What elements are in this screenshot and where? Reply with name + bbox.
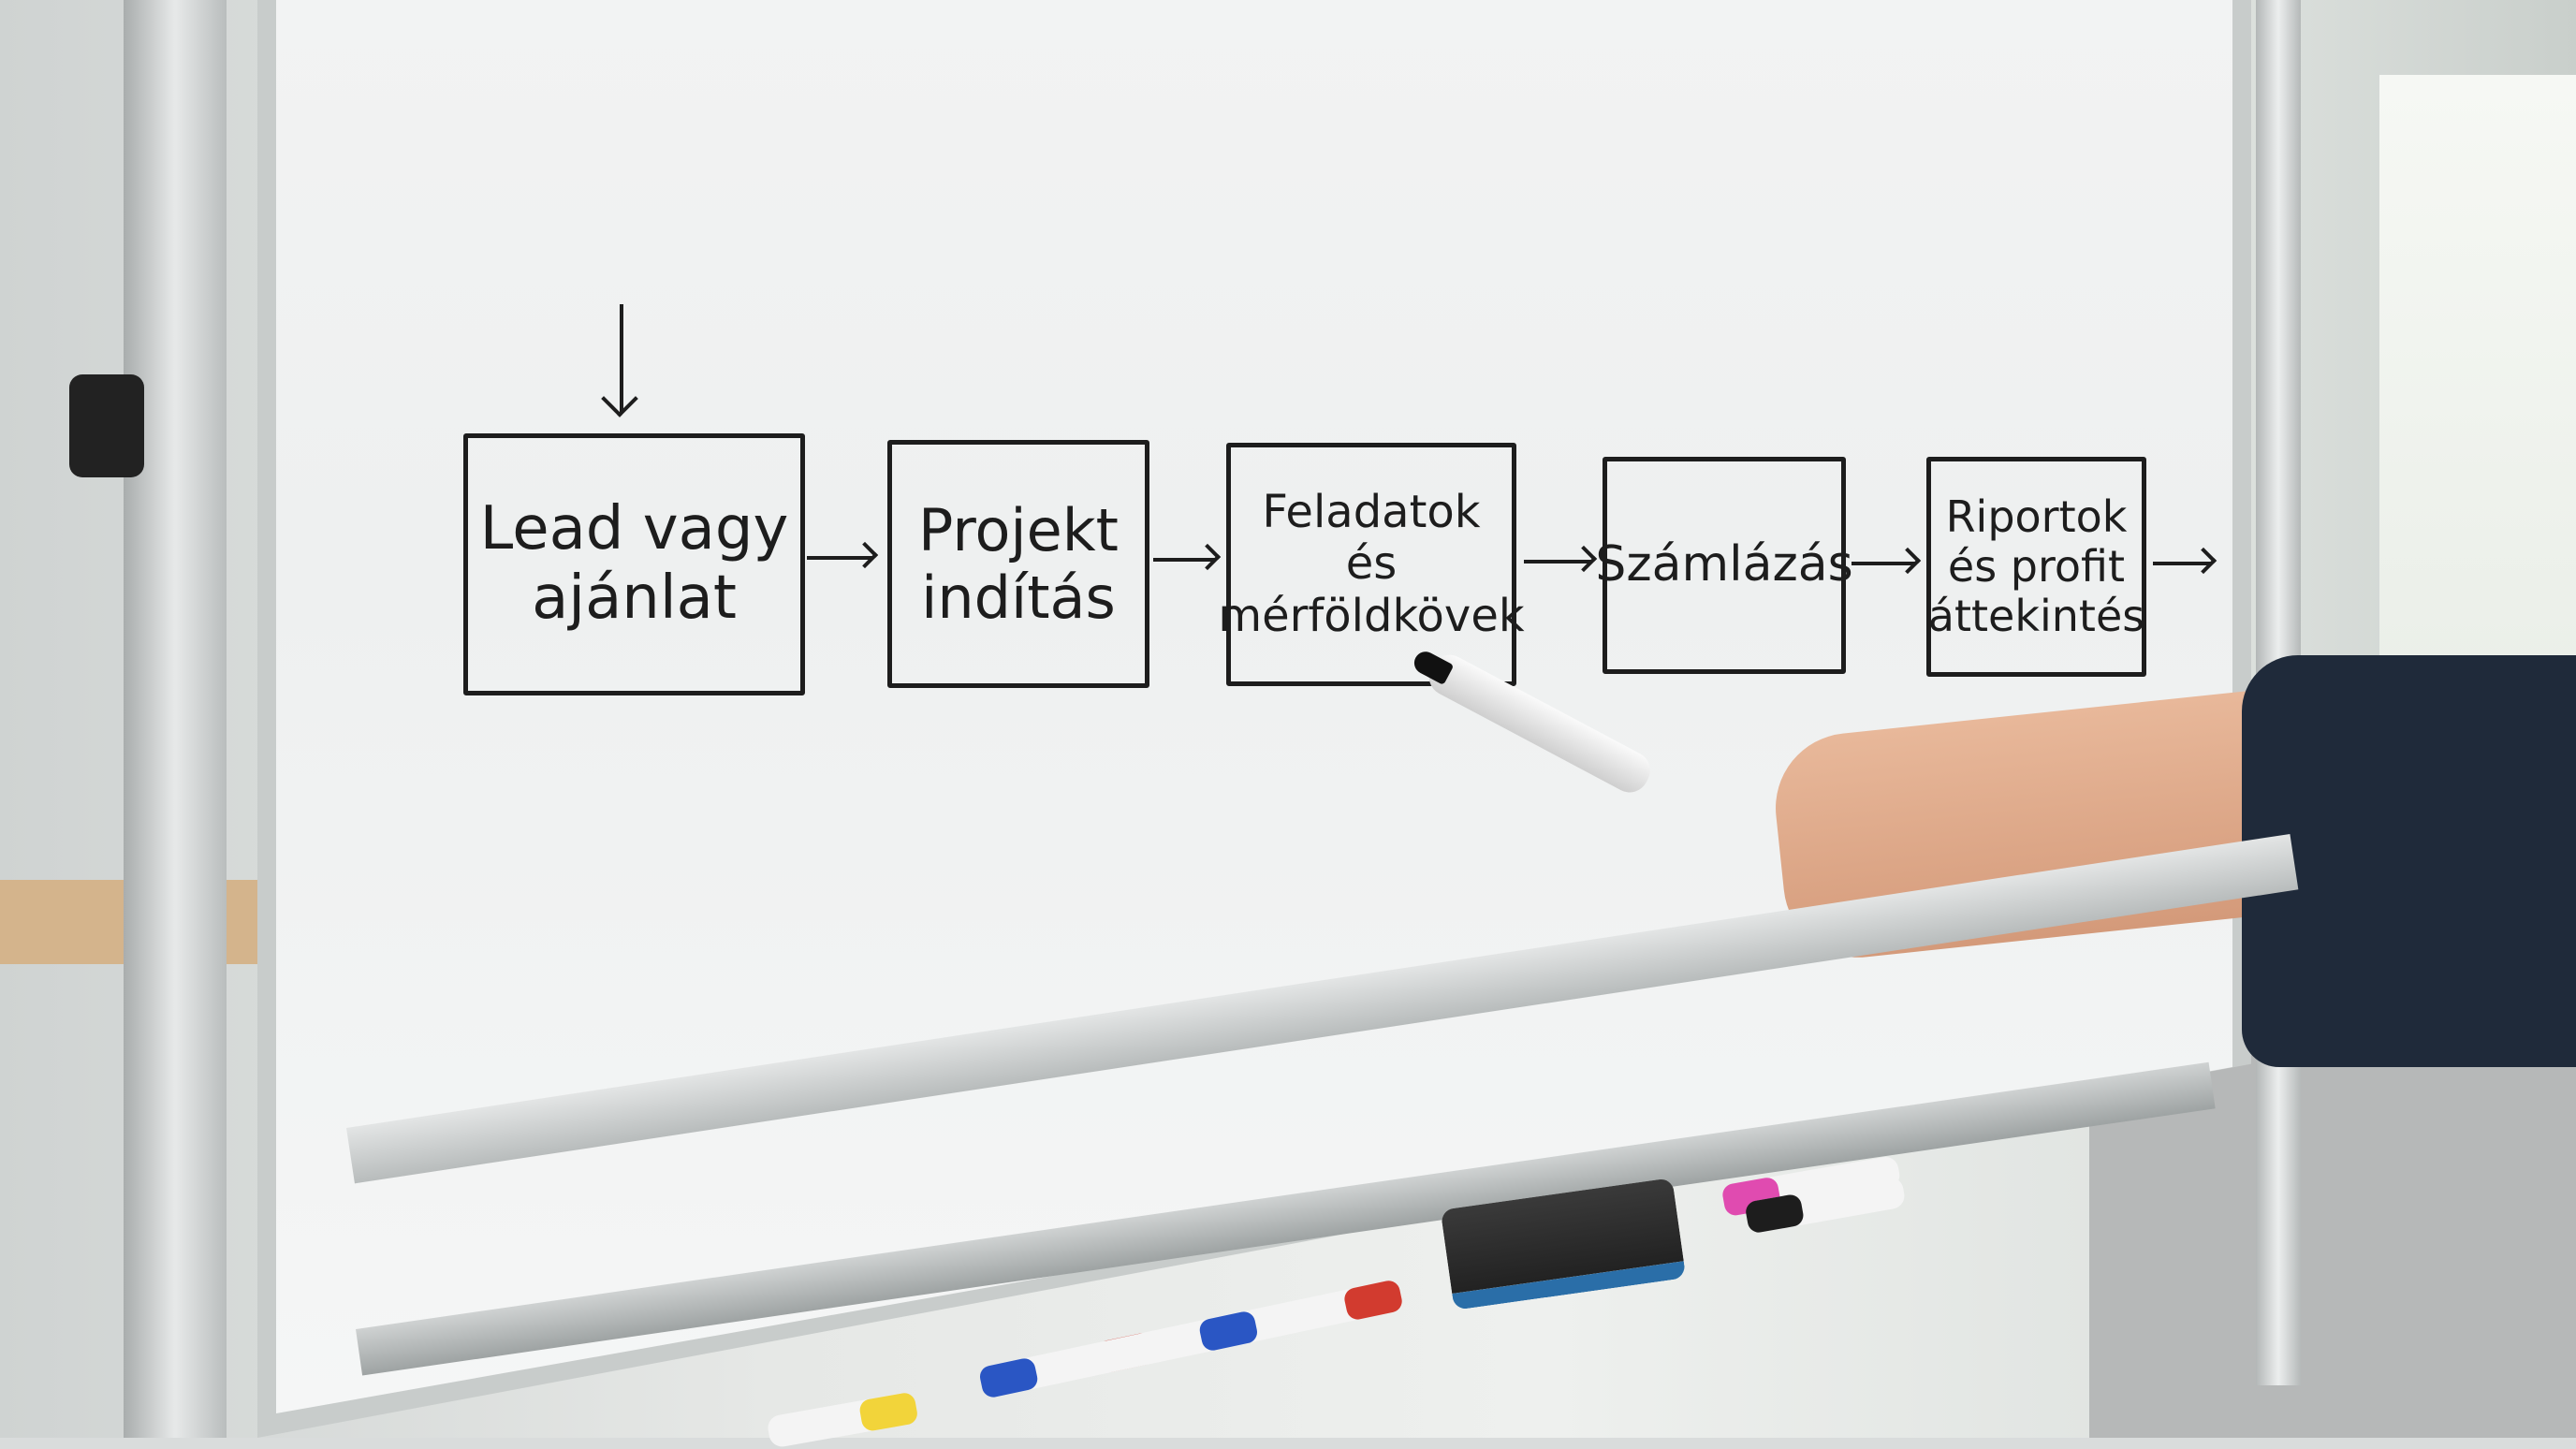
flow-step-label: Feladatok és mérföldkövek	[1218, 486, 1525, 642]
flow-step-billing: Számlázás	[1595, 457, 1853, 674]
stand-post-left	[124, 0, 227, 1438]
flow-step-label: Riportok és profit áttekintés	[1927, 491, 2145, 641]
adjustment-knob	[69, 374, 144, 477]
flow-step-label: Projekt indítás	[918, 496, 1119, 632]
flow-step-label: Lead vagy ajánlat	[479, 494, 789, 633]
arrow-icon	[807, 556, 872, 560]
arrow-icon	[1524, 560, 1591, 564]
arrow-icon	[1852, 562, 1915, 565]
flow-step-tasks: Feladatok és mérföldkövek	[1218, 443, 1525, 686]
trailing-arrow-icon	[2153, 562, 2211, 565]
flow-step-label: Számlázás	[1595, 536, 1853, 593]
arrow-icon	[1153, 558, 1215, 562]
flow-step-lead: Lead vagy ajánlat	[463, 433, 805, 695]
flow-step-reports: Riportok és profit áttekintés	[1926, 457, 2146, 677]
entry-arrow-icon	[620, 304, 623, 412]
presenter-sleeve	[2242, 655, 2576, 1067]
flow-step-project: Projekt indítás	[887, 440, 1149, 688]
